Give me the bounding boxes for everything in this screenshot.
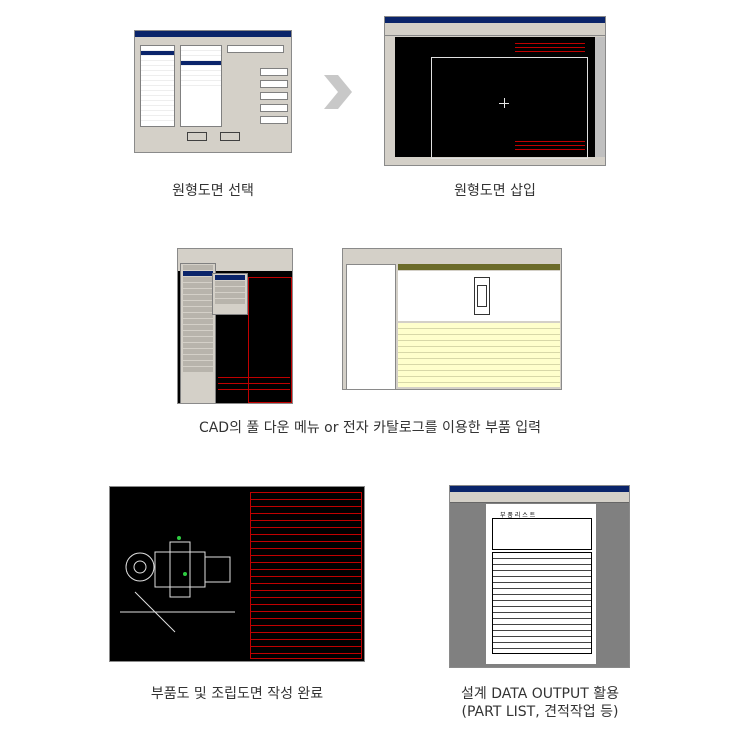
value-field-3[interactable] — [260, 80, 288, 88]
step2-caption: 원형도면 삽입 — [454, 183, 536, 199]
value-field-6[interactable] — [260, 116, 288, 124]
list-middle[interactable] — [180, 45, 222, 127]
parts-list-page: 부 품 리 스 트 — [486, 504, 596, 664]
value-field-2[interactable] — [260, 68, 288, 76]
ok-button[interactable] — [187, 132, 207, 141]
cad-canvas — [395, 37, 595, 159]
cad-toolbar — [385, 23, 605, 36]
value-field-1[interactable] — [227, 45, 284, 53]
step1-caption: 원형도면 선택 — [172, 183, 254, 199]
value-field-5[interactable] — [260, 104, 288, 112]
screenshot-drawing-select-dialog — [134, 30, 292, 153]
catalog-tree[interactable] — [346, 264, 396, 389]
screenshot-assembly-drawing — [109, 486, 365, 662]
cad-titlebar — [385, 17, 605, 23]
screenshot-cad-insert — [384, 16, 606, 166]
screenshot-e-catalog — [342, 248, 562, 390]
assembly-sketch — [120, 536, 235, 633]
cad-scrollbar[interactable] — [595, 37, 605, 157]
step4-caption: 부품도 및 조립도면 작성 완료 — [150, 686, 324, 702]
dialog-titlebar — [135, 31, 291, 37]
list-left[interactable] — [140, 45, 175, 127]
submenu[interactable] — [212, 273, 248, 315]
value-field-4[interactable] — [260, 92, 288, 100]
parts-list-title: 부 품 리 스 트 — [500, 512, 536, 519]
bearing-drawing — [398, 271, 560, 321]
catalog-header-bar — [398, 264, 560, 270]
step5-caption-line2: (PART LIST, 견적작업 등) — [461, 704, 619, 720]
cancel-button[interactable] — [220, 132, 240, 141]
step3-caption: CAD의 풀 다운 메뉴 or 전자 카탈로그를 이용한 부품 입력 — [198, 420, 542, 436]
screenshot-cad-pulldown — [177, 248, 293, 404]
catalog-table[interactable] — [398, 323, 560, 387]
output-toolbar — [450, 492, 629, 503]
output-titlebar — [450, 486, 629, 492]
step5-caption-line1: 설계 DATA OUTPUT 활용 — [461, 686, 619, 702]
pulldown-menu[interactable] — [180, 263, 216, 403]
screenshot-parts-list-output: 부 품 리 스 트 — [449, 485, 630, 668]
chevron-right-icon — [324, 75, 352, 109]
